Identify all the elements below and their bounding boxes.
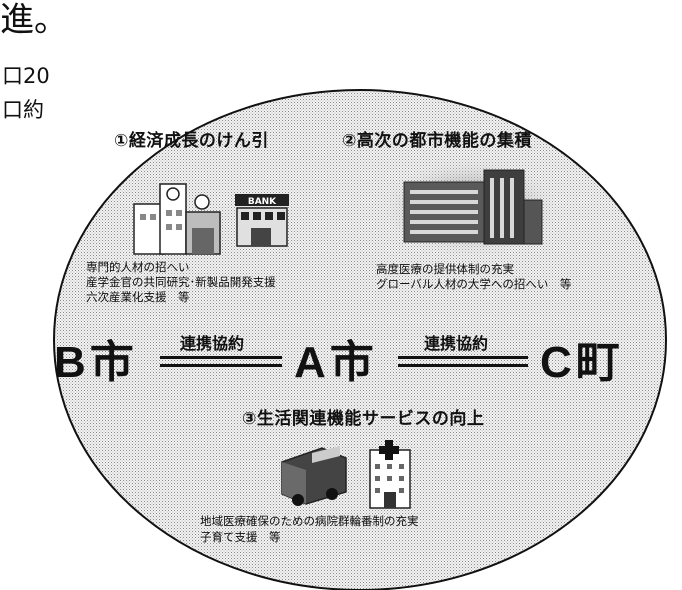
- fragment-line-3: 口約: [2, 98, 44, 122]
- school-icon: [133, 183, 221, 255]
- link-line-right-top: [398, 356, 528, 359]
- office-buildings-icon: [384, 160, 556, 256]
- fragment-line-2: 口20: [2, 64, 50, 88]
- bank-sign-text: BANK: [248, 197, 277, 207]
- growth-item-3: 六次産業化支援 等: [86, 290, 190, 304]
- link-line-left-top: [160, 356, 282, 359]
- living-item-1: 地域医療確保のための病院群輪番制の充実: [200, 514, 419, 528]
- bus-icon: [281, 446, 347, 506]
- growth-item-2: 産学金官の共同研究･新製品開発支援: [86, 275, 276, 289]
- city-c: C町: [540, 338, 624, 387]
- hospital-icon: [369, 440, 411, 509]
- living-title: ③生活関連機能サービスの向上: [242, 409, 485, 429]
- link-line-right-bottom: [398, 364, 528, 367]
- bank-icon: BANK: [235, 194, 289, 247]
- city-b: B市: [54, 338, 138, 387]
- growth-item-1: 専門的人材の招へい: [86, 260, 190, 274]
- link-line-left-bottom: [160, 364, 282, 367]
- growth-title: ①経済成長のけん引: [114, 131, 269, 151]
- urban-item-1: 高度医療の提供体制の充実: [376, 262, 514, 276]
- link-label-right: 連携協約: [424, 334, 489, 353]
- urban-item-2: グローバル人材の大学への招へい 等: [376, 277, 572, 291]
- link-label-left: 連携協約: [180, 334, 245, 353]
- living-item-2: 子育て支援 等: [200, 530, 281, 544]
- fragment-line-1: 進。: [0, 0, 68, 40]
- urban-title: ②高次の都市機能の集積: [342, 131, 532, 151]
- city-a: A市: [294, 338, 378, 387]
